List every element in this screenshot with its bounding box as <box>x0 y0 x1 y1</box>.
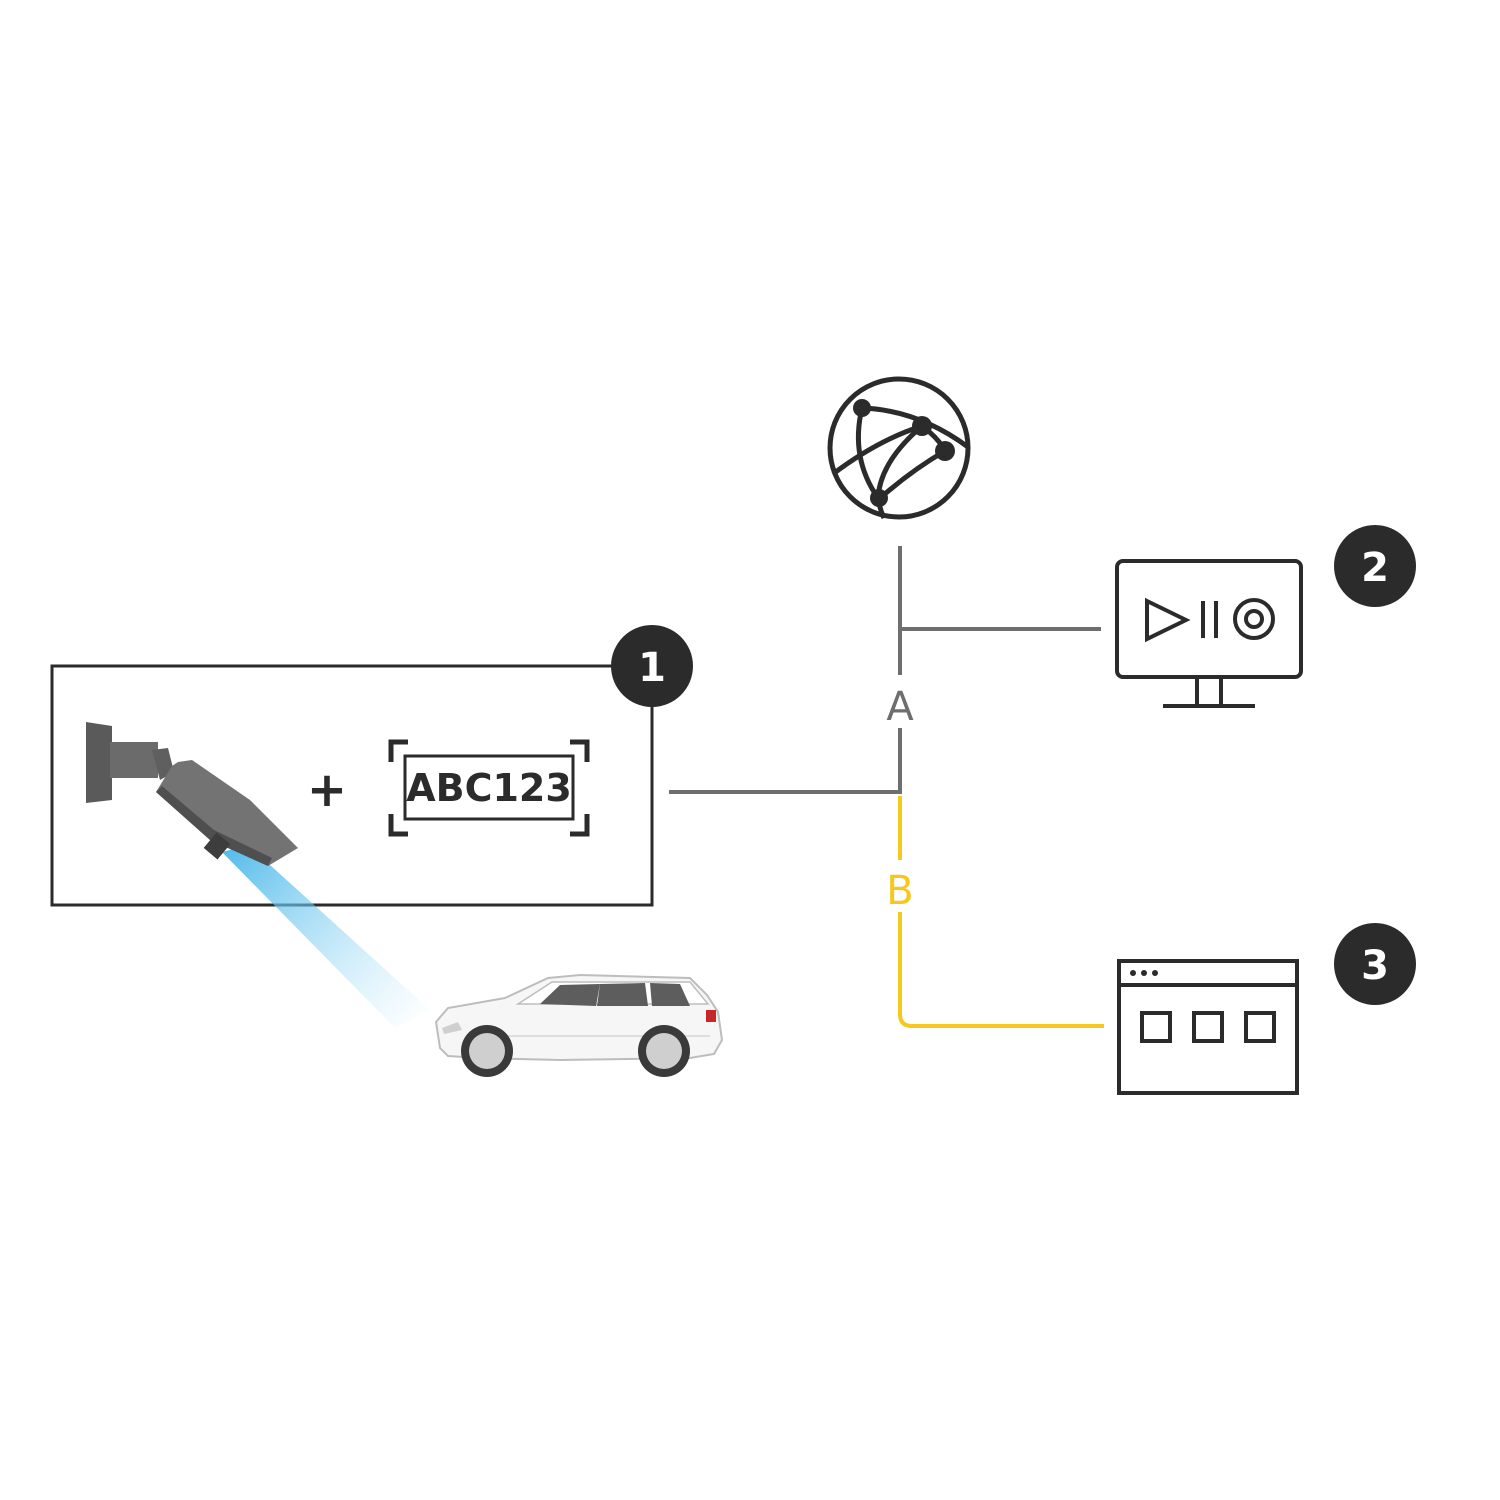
badge-3-label: 3 <box>1361 943 1389 989</box>
connection-label-b: B <box>886 868 913 914</box>
car-icon <box>434 973 724 1077</box>
record-icon <box>1233 598 1275 640</box>
connection-lines: A B <box>669 546 1104 1028</box>
plus-sign: + <box>307 762 347 818</box>
badge-1: 1 <box>611 625 693 707</box>
badge-3: 3 <box>1334 923 1416 1005</box>
globe-network-icon <box>827 376 971 520</box>
license-plate-text: ABC123 <box>406 766 572 810</box>
play-icon <box>1145 597 1191 643</box>
connection-label-a: A <box>886 684 914 730</box>
camera-box: + ABC123 1 <box>50 625 693 1028</box>
badge-2-label: 2 <box>1361 545 1389 591</box>
monitor-playback-icon <box>1115 559 1303 708</box>
badge-1-label: 1 <box>638 645 666 691</box>
bullet-camera-icon <box>86 722 298 866</box>
camera-box-frame <box>50 664 654 907</box>
license-plate-icon <box>388 739 590 837</box>
browser-window-icon <box>1117 959 1299 1095</box>
line-b-lower <box>898 912 1104 1028</box>
badge-2: 2 <box>1334 525 1416 607</box>
camera-light-beam <box>222 845 430 1028</box>
